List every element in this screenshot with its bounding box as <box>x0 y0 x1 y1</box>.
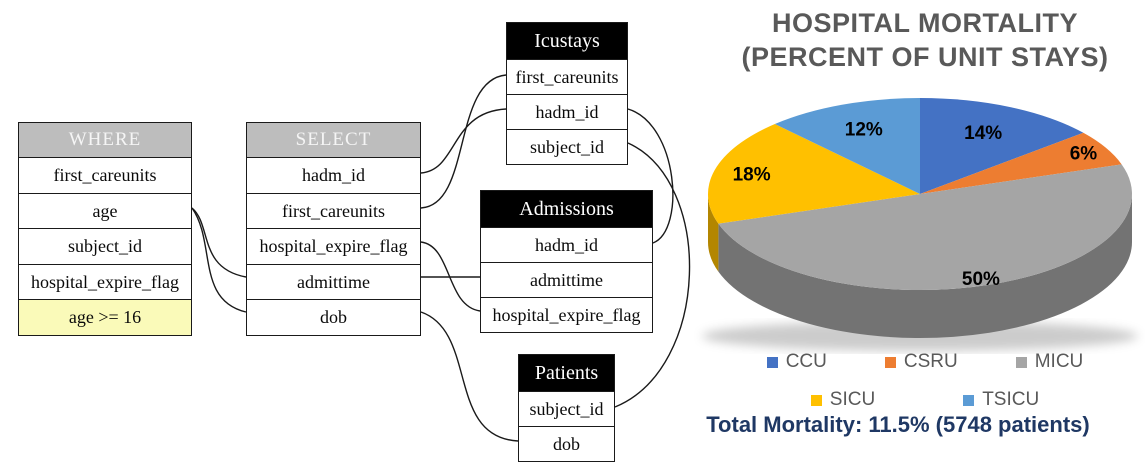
table-header-select: SELECT <box>247 123 420 157</box>
pie-label-sicu: 18% <box>733 164 771 185</box>
pie-slice-sicu <box>708 124 920 224</box>
column-hadm-id: hadm_id <box>481 227 652 262</box>
column-hospital-expire-flag: hospital_expire_flag <box>247 228 420 264</box>
pie-label-tsicu: 12% <box>845 120 883 141</box>
chart-title: HOSPITAL MORTALITY (PERCENT OF UNIT STAY… <box>705 6 1145 74</box>
table-header-patients: Patients <box>519 355 614 391</box>
column-admittime: admittime <box>247 263 420 300</box>
pie-shadow <box>702 321 1138 351</box>
pie-label-ccu: 14% <box>964 123 1002 144</box>
legend-swatch-tsicu <box>963 394 975 406</box>
legend-label-ccu: CCU <box>785 351 827 372</box>
column-first-careunits: first_careunits <box>19 157 191 193</box>
legend-row-1: CCU CSRU MICU <box>705 351 1145 373</box>
pie-slice-tsicu <box>774 98 920 194</box>
legend-item-sicu: SICU <box>810 389 876 411</box>
table-header-where: WHERE <box>19 123 191 157</box>
connection-where-age-to-select-admittime <box>191 207 247 278</box>
connection-select-first_careunits-to-icustays-first_careunits <box>420 74 507 209</box>
column-hospital-expire-flag: hospital_expire_flag <box>481 297 652 332</box>
column-hospital-expire-flag: hospital_expire_flag <box>19 263 191 300</box>
legend-swatch-micu <box>1015 356 1027 368</box>
legend-item-csru: CSRU <box>884 351 958 373</box>
chart-legend: CCU CSRU MICU SICU TSICU <box>705 351 1145 411</box>
column-subject-id: subject_id <box>19 228 191 264</box>
chart-title-line2: (PERCENT OF UNIT STAYS) <box>741 42 1109 72</box>
connection-select-hospital_expire_flag-to-admissions-hospital_expire_flag <box>420 241 481 312</box>
condition-age-16: age >= 16 <box>19 299 191 335</box>
table-header-admissions: Admissions <box>481 191 652 227</box>
total-mortality-note: Total Mortality: 11.5% (5748 patients) <box>706 412 1090 437</box>
pie-side-micu <box>718 194 1132 338</box>
pie-side-sicu <box>708 194 719 272</box>
legend-item-tsicu: TSICU <box>963 389 1039 411</box>
legend-label-tsicu: TSICU <box>982 389 1040 410</box>
legend-swatch-csru <box>884 356 896 368</box>
column-age: age <box>19 192 191 229</box>
connection-select-hadm_id-to-icustays-hadm_id <box>420 108 507 174</box>
legend-item-ccu: CCU <box>766 351 827 373</box>
column-first-careunits: first_careunits <box>507 59 627 94</box>
column-hadm-id: hadm_id <box>507 94 627 129</box>
pie-slice-csru <box>920 132 1122 194</box>
column-hadm-id: hadm_id <box>247 157 420 193</box>
pie-label-csru: 6% <box>1070 143 1098 164</box>
legend-label-csru: CSRU <box>903 351 958 372</box>
legend-row-2: SICU TSICU <box>705 389 1145 411</box>
column-dob: dob <box>519 426 614 461</box>
pie-slice-micu <box>718 164 1132 291</box>
legend-swatch-sicu <box>810 394 822 406</box>
column-dob: dob <box>247 299 420 335</box>
column-subject-id: subject_id <box>519 391 614 426</box>
column-subject-id: subject_id <box>507 129 627 164</box>
legend-swatch-ccu <box>766 356 778 368</box>
pie-label-micu: 50% <box>962 269 1000 290</box>
column-first-careunits: first_careunits <box>247 192 420 229</box>
legend-item-micu: MICU <box>1015 351 1084 373</box>
chart-title-line1: HOSPITAL MORTALITY <box>772 8 1078 38</box>
pie-slice-ccu <box>920 98 1084 194</box>
table-header-icustays: Icustays <box>507 23 627 59</box>
column-admittime: admittime <box>481 262 652 297</box>
legend-label-micu: MICU <box>1034 351 1084 372</box>
connection-where-age-to-select-dob <box>191 207 247 313</box>
legend-label-sicu: SICU <box>829 389 876 410</box>
